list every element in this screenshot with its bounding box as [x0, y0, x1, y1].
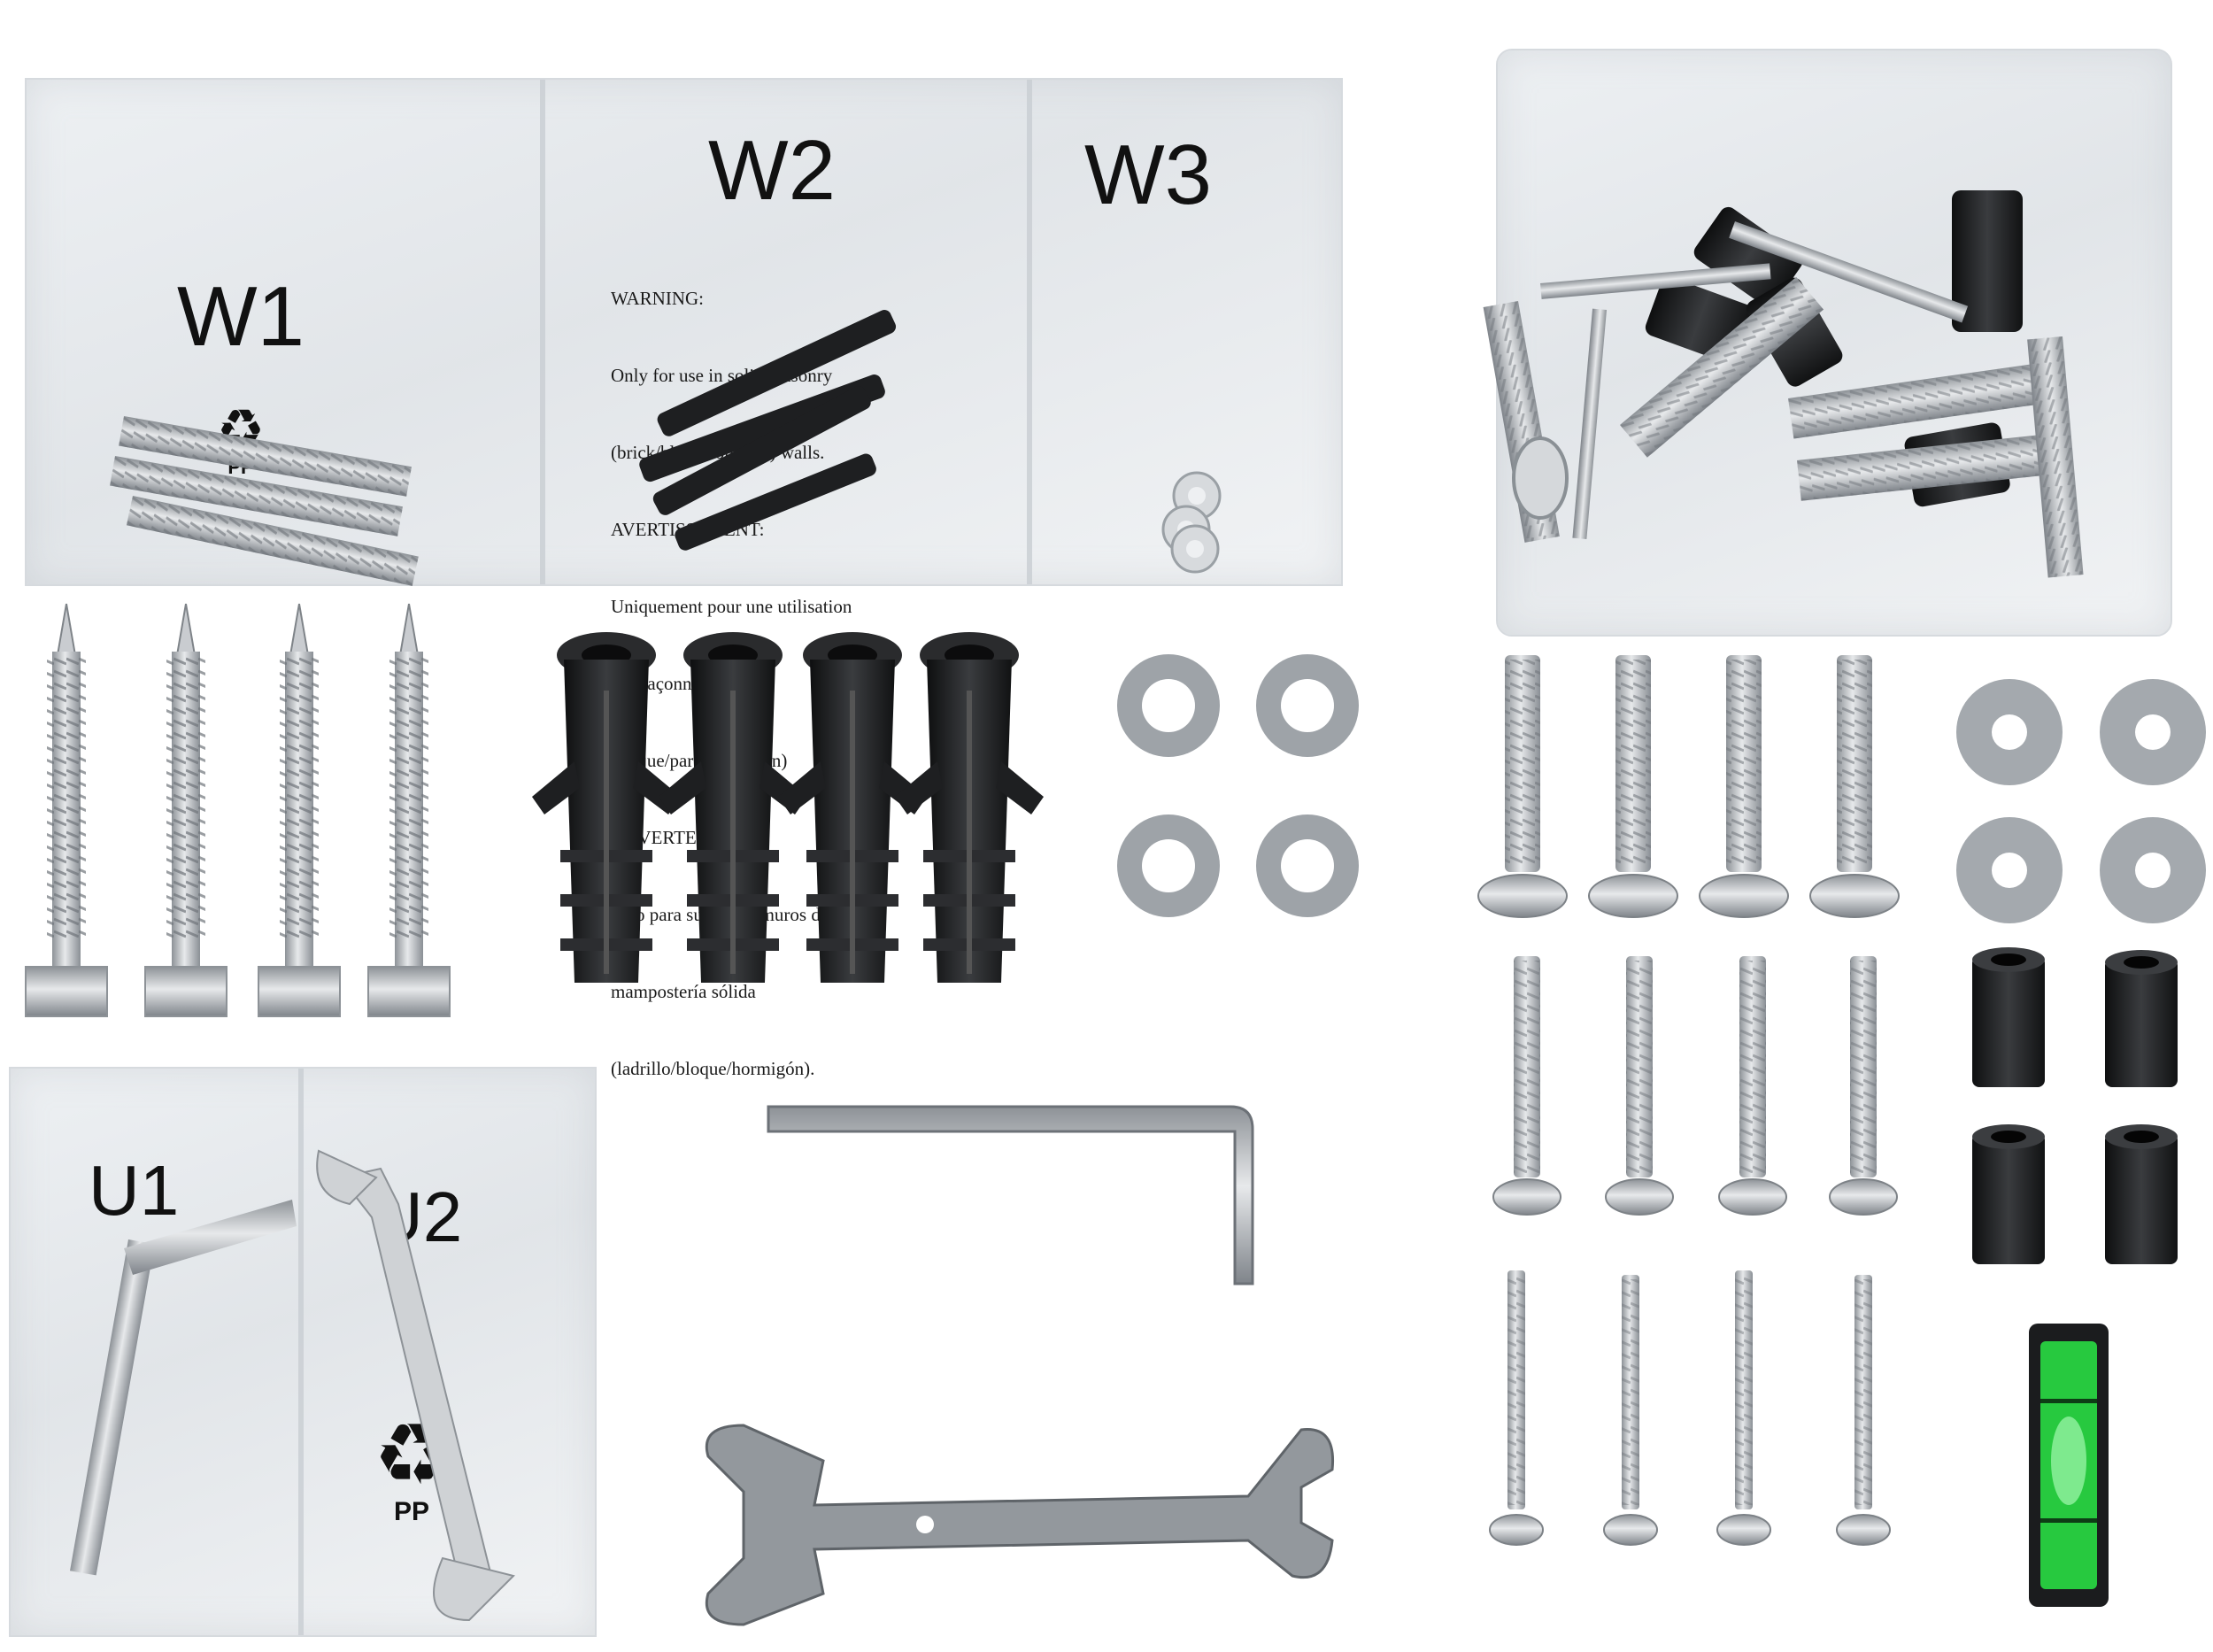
washer	[1956, 817, 2063, 923]
wall-anchor	[778, 632, 927, 983]
large-washers	[1117, 654, 1359, 917]
washer	[1956, 679, 2063, 785]
wall-anchor	[659, 632, 807, 983]
bolt	[1836, 1275, 1891, 1546]
bag-u-contents	[70, 1149, 515, 1622]
washer	[2100, 679, 2206, 785]
m4-bolts	[1489, 1270, 1891, 1546]
bolt	[1829, 956, 1898, 1216]
lag-bolts	[25, 603, 451, 1017]
bolt	[1718, 956, 1787, 1216]
spacers	[1972, 947, 2178, 1264]
flat-wrench	[706, 1424, 1335, 1626]
bolt	[1588, 655, 1678, 918]
bolt	[1603, 1275, 1658, 1546]
bolt	[1605, 956, 1674, 1216]
bolt	[1492, 956, 1561, 1216]
lag-bolt	[25, 603, 108, 1017]
m6-bolts	[1492, 956, 1898, 1216]
washer	[1256, 814, 1359, 917]
small-washers	[1956, 679, 2206, 923]
bag-seal	[540, 80, 545, 584]
lag-bolt	[144, 603, 227, 1017]
bag-label-w2: W2	[708, 123, 836, 218]
bolt	[1489, 1270, 1544, 1546]
bag-seal	[298, 1069, 304, 1635]
wall-anchors	[532, 632, 1044, 983]
spirit-level	[2029, 1324, 2109, 1607]
bag-label-w1: W1	[177, 269, 305, 364]
bolt	[1699, 655, 1789, 918]
bag-mount-hardware-contents	[1483, 190, 2084, 578]
bag-label-w3: W3	[1084, 127, 1212, 222]
bag-label-u1: U1	[89, 1151, 180, 1230]
washer	[2100, 817, 2206, 923]
bag-w2-contents	[639, 310, 897, 551]
bag-w1-contents	[110, 416, 419, 586]
bolt	[1716, 1270, 1771, 1546]
bag-seal	[1027, 80, 1032, 584]
spacer	[2105, 1124, 2178, 1264]
allen-key	[767, 1105, 1254, 1285]
spacer	[1972, 1124, 2045, 1264]
lag-bolt	[258, 603, 341, 1017]
wall-anchor	[895, 632, 1044, 983]
bag-u1-u2	[9, 1067, 597, 1637]
lag-bolt	[367, 603, 451, 1017]
wall-anchor	[532, 632, 681, 983]
bolt	[1809, 655, 1900, 918]
m8-bolts	[1477, 655, 1900, 918]
spacer	[2105, 950, 2178, 1087]
washer	[1117, 814, 1220, 917]
washer	[1117, 654, 1220, 757]
bag-w3-contents	[1161, 471, 1222, 574]
bolt	[1477, 655, 1568, 918]
washer	[1256, 654, 1359, 757]
spacer	[1972, 947, 2045, 1087]
